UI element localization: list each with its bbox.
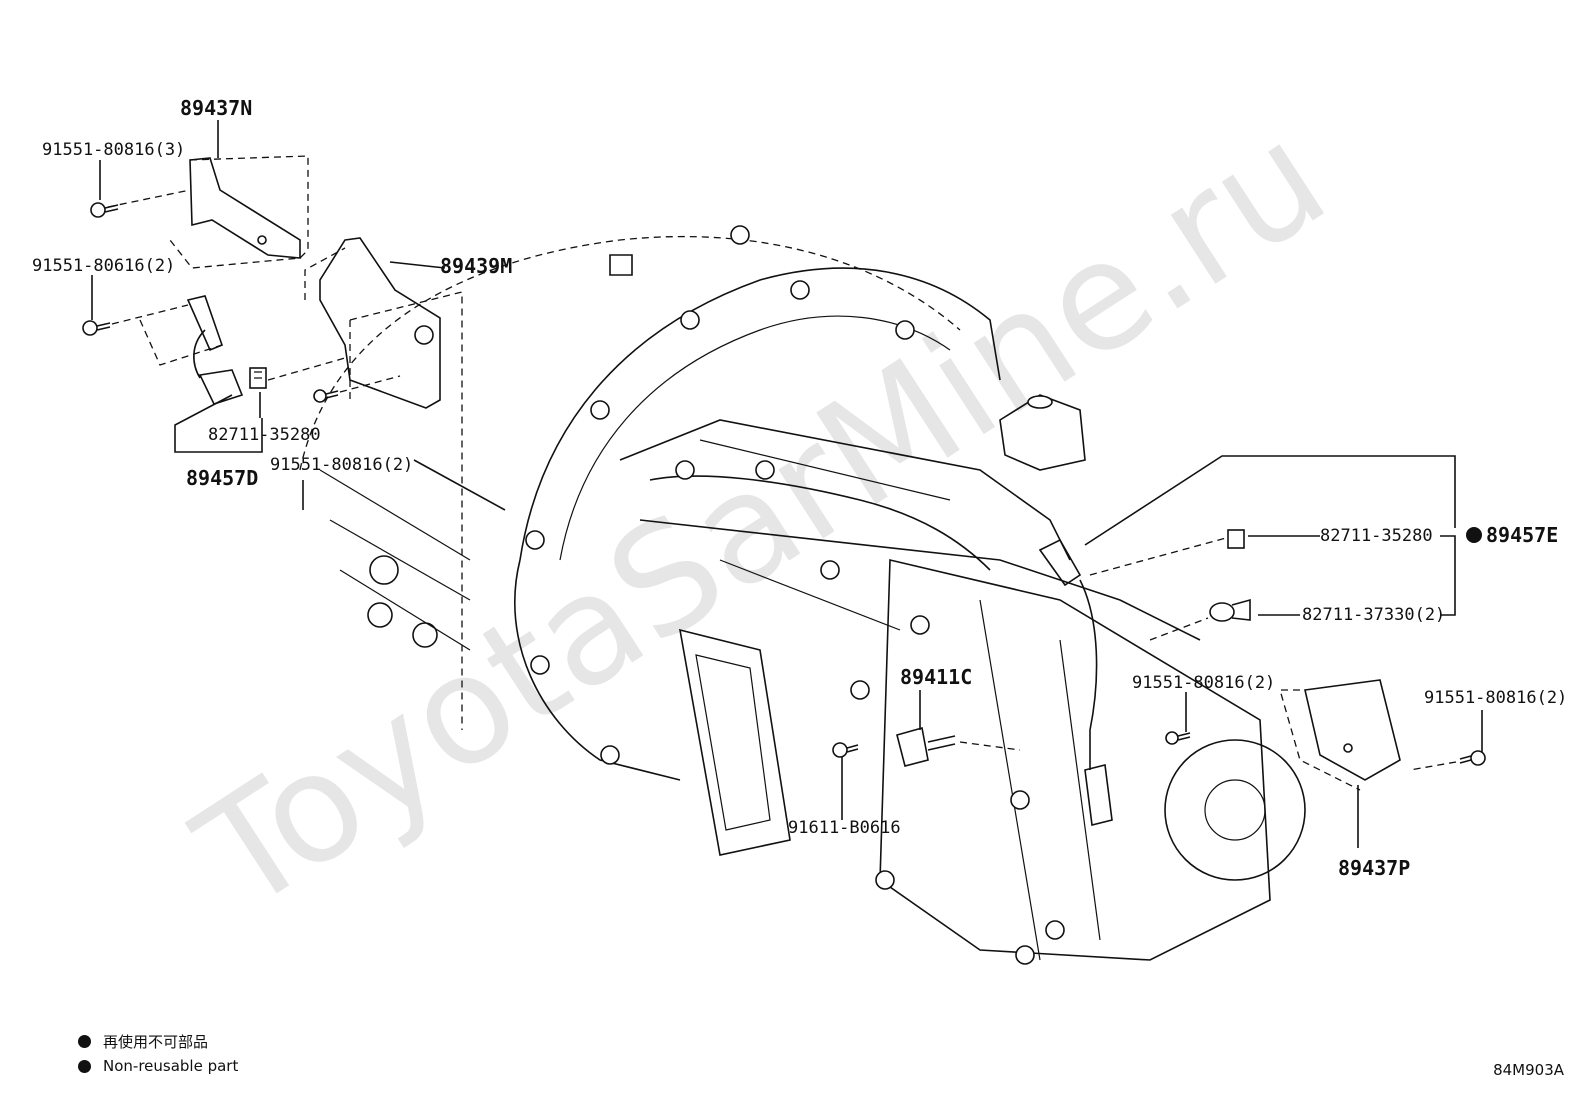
part-number-labels: 89437N 91551-80816(3) 91551-80616(2) 894… [32,96,1567,880]
label-89457D: 89457D [186,466,258,490]
bracket-89439M [304,237,463,730]
filled-circle-icon [78,1035,91,1048]
non-reusable-marker-icon [1466,527,1482,543]
label-89457E: 89457E [1486,523,1558,547]
label-89437P: 89437P [1338,856,1410,880]
label-89437N: 89437N [180,96,252,120]
label-82711-37330-2: 82711-37330(2) [1302,605,1445,625]
filled-circle-icon [78,1059,91,1073]
watermark: ToyotaSarMine.ru [169,90,1356,945]
bolt-91551-80816-2b [1165,731,1191,745]
legend-item-japanese: 再使用不可部品 [78,1031,208,1052]
clip-82711-37330-2 [1149,598,1251,641]
sensor-89457E [1038,538,1113,826]
leader-lines [91,120,1483,848]
label-91611-B0616: 91611-B0616 [788,818,901,838]
bolt-91551-80616-2 [82,304,189,336]
sensor-89457D [139,295,244,405]
label-91551-80816-2a: 91551-80816(2) [270,455,413,475]
label-91551-80616-2: 91551-80616(2) [32,256,175,276]
label-89439M: 89439M [440,254,512,278]
bolt-91551-80816-3 [90,202,119,218]
diagram-code: 84M903A [1493,1061,1564,1079]
speed-sensor-89411C [896,726,1021,767]
bolt-91551-80816-2c [1409,750,1486,771]
label-82711-35280-b: 82711-35280 [1320,526,1433,546]
bracket-89437P [1279,679,1401,791]
label-91551-80816-2b: 91551-80816(2) [1132,673,1275,693]
label-89411C: 89411C [900,665,972,689]
bolt-91551-80816-2a [313,375,401,403]
clip-82711-35280-a [249,357,346,389]
legend-text-japanese: 再使用不可部品 [103,1033,209,1051]
bolt-91611-B0616 [832,742,859,758]
label-82711-35280-a: 82711-35280 [208,425,321,445]
legend-text-english: Non-reusable part [103,1057,239,1075]
label-91551-80816-3: 91551-80816(3) [42,140,185,160]
label-91551-80816-2c: 91551-80816(2) [1424,688,1567,708]
bracket-89437N [107,155,309,269]
clip-82711-35280-b [1089,529,1245,576]
legend-item-english: Non-reusable part [78,1057,238,1075]
